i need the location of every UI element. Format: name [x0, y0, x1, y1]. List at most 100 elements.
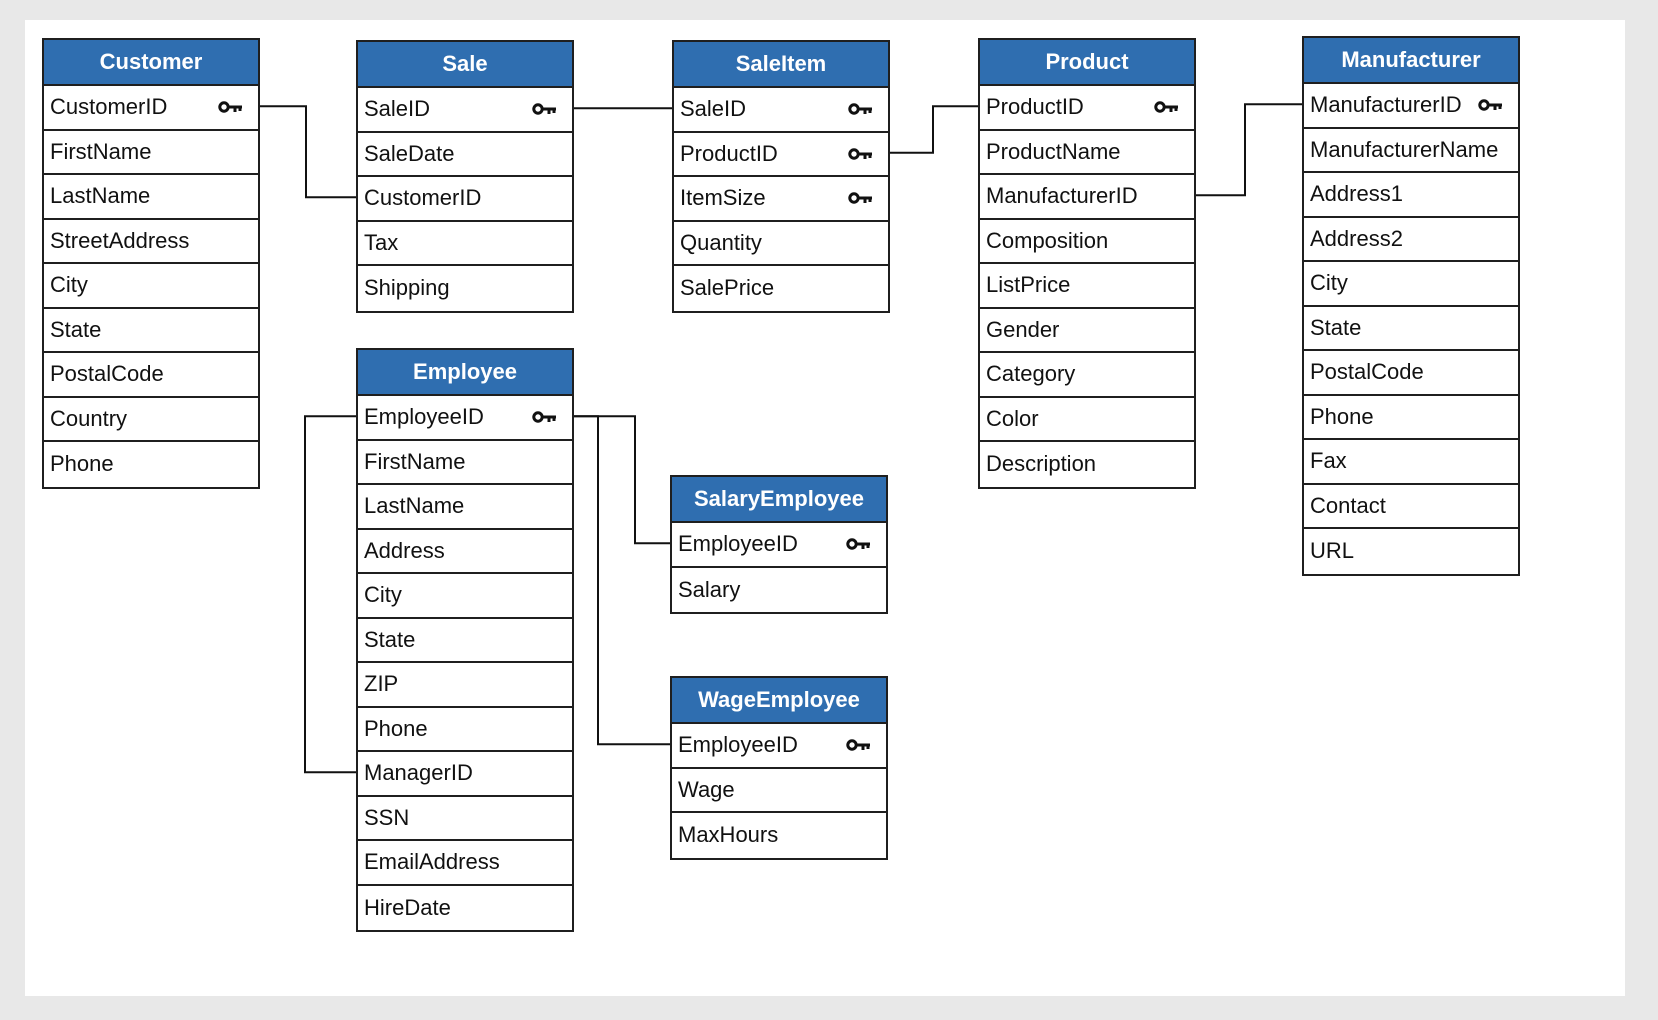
field-row: Fax — [1304, 440, 1518, 485]
field-name: FirstName — [364, 448, 466, 474]
entity-title: Manufacturer — [1304, 38, 1518, 84]
field-name: ProductName — [986, 138, 1121, 164]
field-row: Phone — [358, 708, 572, 752]
field-name: Salary — [678, 576, 741, 602]
field-name: Composition — [986, 227, 1109, 253]
field-name: EmployeeID — [364, 404, 484, 430]
field-name: URL — [1310, 538, 1355, 564]
field-row: Address2 — [1304, 218, 1518, 262]
key-icon — [532, 103, 556, 115]
field-row: Quantity — [674, 222, 888, 266]
key-icon — [1478, 99, 1502, 111]
field-row: ItemSize — [674, 177, 888, 222]
field-name: ProductID — [986, 94, 1084, 120]
field-row: PostalCode — [1304, 351, 1518, 396]
field-name: ManufacturerID — [986, 183, 1138, 209]
field-name: PostalCode — [1310, 359, 1424, 385]
field-name: ManufacturerID — [1310, 92, 1462, 118]
field-name: ZIP — [364, 671, 399, 697]
field-name: Address1 — [1310, 181, 1403, 207]
field-row: SaleID — [358, 88, 572, 133]
field-name: Country — [50, 405, 128, 431]
field-name: ItemSize — [680, 185, 766, 211]
field-row: State — [358, 619, 572, 663]
field-name: SaleDate — [364, 140, 455, 166]
field-name: Address2 — [1310, 225, 1403, 251]
field-row: StreetAddress — [44, 220, 258, 264]
field-name: ManufacturerName — [1310, 136, 1499, 162]
field-row: ManagerID — [358, 752, 572, 797]
field-row: EmployeeID — [672, 523, 886, 568]
field-row: CustomerID — [44, 86, 258, 131]
field-name: SaleID — [364, 96, 431, 122]
field-row: CustomerID — [358, 177, 572, 222]
field-row: Phone — [44, 442, 258, 487]
field-name: MaxHours — [678, 822, 779, 848]
field-name: EmployeeID — [678, 732, 798, 758]
field-name: CustomerID — [364, 185, 482, 211]
relationship-line — [574, 415, 670, 746]
field-row: Category — [980, 353, 1194, 398]
field-row: State — [1304, 307, 1518, 351]
field-name: CustomerID — [50, 94, 168, 120]
field-name: EmailAddress — [364, 849, 500, 875]
field-row: HireDate — [358, 886, 572, 931]
field-row: Composition — [980, 220, 1194, 264]
field-name: State — [1310, 314, 1362, 340]
entity-title: WageEmployee — [672, 678, 886, 724]
field-name: SalePrice — [680, 275, 775, 301]
field-row: State — [44, 309, 258, 353]
entity-title: Employee — [358, 350, 572, 396]
field-name: Contact — [1310, 492, 1386, 518]
field-name: ListPrice — [986, 272, 1071, 298]
field-row: Color — [980, 398, 1194, 442]
field-name: EmployeeID — [678, 531, 798, 557]
field-row: City — [1304, 262, 1518, 307]
field-row: URL — [1304, 529, 1518, 574]
entity-title: Customer — [44, 40, 258, 86]
field-name: SaleID — [680, 96, 747, 122]
field-name: City — [364, 582, 402, 608]
field-row: ListPrice — [980, 264, 1194, 309]
field-row: Salary — [672, 568, 886, 613]
field-row: Contact — [1304, 485, 1518, 529]
field-row: City — [358, 574, 572, 619]
field-name: Color — [986, 405, 1039, 431]
field-name: HireDate — [364, 894, 451, 920]
field-row: EmployeeID — [672, 724, 886, 769]
field-name: Phone — [50, 451, 114, 477]
field-row: Address1 — [1304, 173, 1518, 218]
field-row: ZIP — [358, 663, 572, 708]
field-row: Gender — [980, 309, 1194, 353]
field-row: Shipping — [358, 266, 572, 311]
field-name: State — [50, 316, 102, 342]
field-row: Country — [44, 398, 258, 442]
field-row: ManufacturerID — [980, 175, 1194, 220]
field-row: City — [44, 264, 258, 309]
field-row: SaleDate — [358, 133, 572, 177]
field-name: City — [1310, 270, 1348, 296]
field-row: ManufacturerID — [1304, 84, 1518, 129]
entity-title: Sale — [358, 42, 572, 88]
relationship-line — [574, 415, 670, 545]
field-name: Tax — [364, 229, 399, 255]
field-name: Category — [986, 361, 1076, 387]
field-name: SSN — [364, 804, 410, 830]
field-row: FirstName — [358, 441, 572, 485]
entity-title: SalaryEmployee — [672, 477, 886, 523]
key-icon — [846, 739, 870, 751]
field-name: Phone — [364, 715, 428, 741]
field-row: SSN — [358, 797, 572, 841]
relationship-line — [260, 105, 356, 199]
field-row: Phone — [1304, 396, 1518, 440]
field-row: FirstName — [44, 131, 258, 175]
relationship-line — [304, 415, 356, 774]
field-row: Description — [980, 442, 1194, 487]
